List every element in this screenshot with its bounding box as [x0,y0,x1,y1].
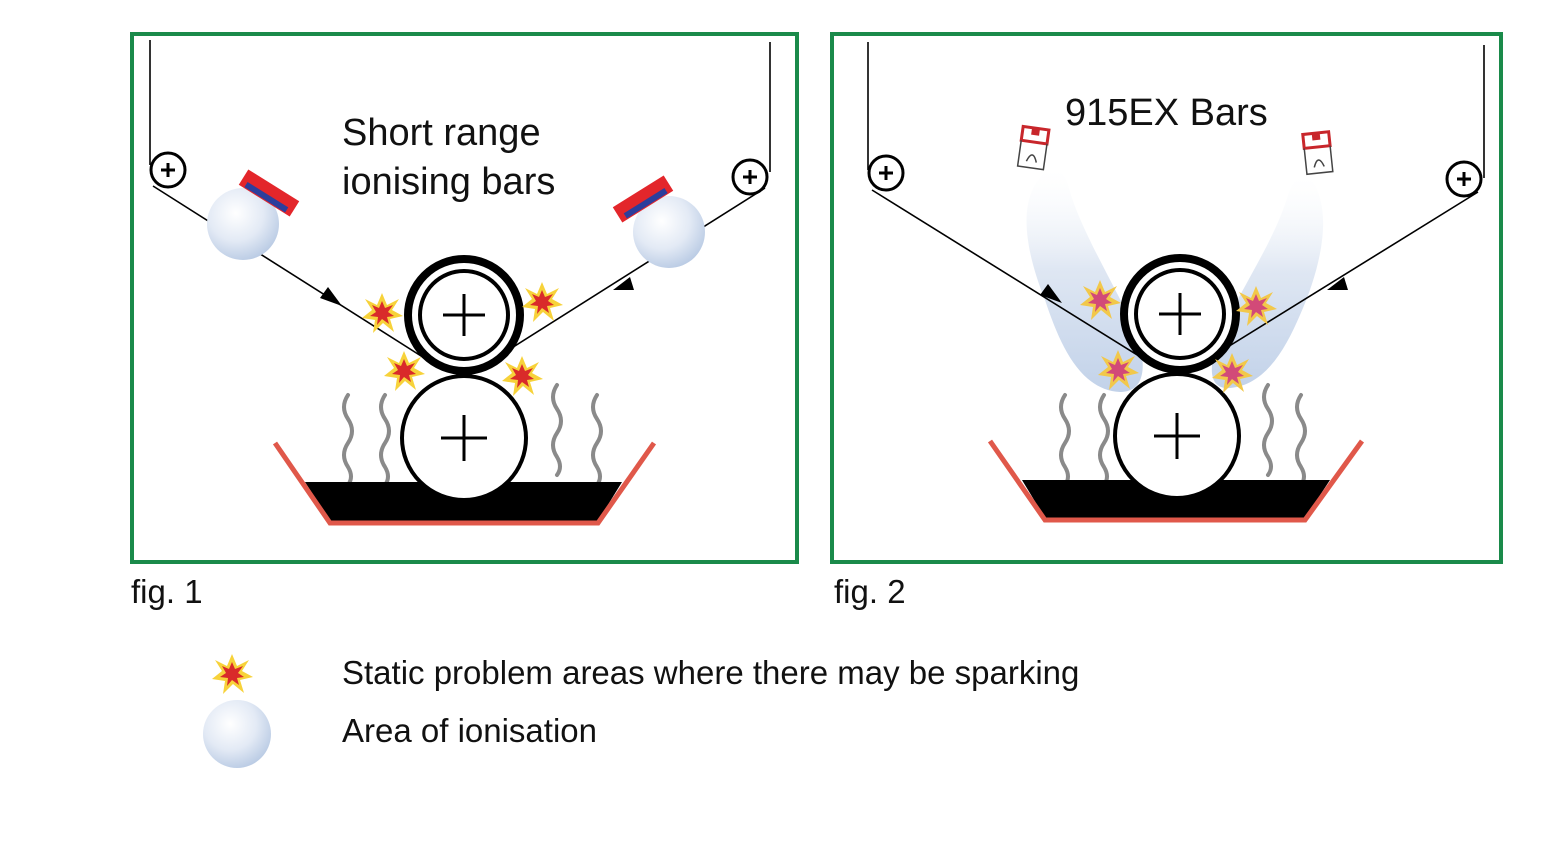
ionisation-plume-left [1026,168,1143,392]
915ex-bar-right-icon [1301,130,1334,176]
coating-tray-rim [272,441,657,526]
spark-icon [522,282,563,322]
web-path-out [1196,191,1479,367]
ionisation-plume-right [1211,176,1324,389]
short-range-bar-right-icon [612,175,674,223]
web-path-in [152,185,441,369]
figure-1-caption: fig. 1 [131,573,203,610]
top-roller [1120,254,1240,374]
bottom-roller [1113,372,1241,500]
top-roller [404,255,524,375]
arrow-in-icon [1040,284,1062,303]
figure-2-caption: fig. 2 [834,573,906,610]
figure-2: 915EX Bars [830,32,1503,564]
guide-roller-left [149,151,187,189]
legend-ionisation-label: Area of ionisation [342,712,597,749]
figure-2-frame [830,32,1503,564]
figure-1: Short range ionising bars [130,32,799,564]
web-path-out [479,187,766,369]
arrow-out-icon [613,277,634,290]
short-range-bar-left-icon [238,169,300,217]
arrow-out-icon [1327,277,1348,290]
legend-ionisation-icon [203,700,271,768]
915ex-bar-left-icon [1016,124,1051,171]
web-path-in [871,189,1156,367]
spark-icon [384,351,425,391]
legend-spark-icon [212,654,253,694]
coating-tray-rim [987,439,1365,523]
figure-1-title-line2: ionising bars [342,161,555,203]
guide-roller-left [867,154,905,192]
spark-icon [362,293,403,333]
figure-2-title: 915EX Bars [1065,92,1268,134]
fumes [1059,383,1307,487]
spark-icon [502,356,543,396]
guide-roller-right [1445,160,1483,198]
legend: Static problem areas where there may be … [203,654,1079,768]
fumes [342,383,603,487]
ionisation-area-left [207,188,279,260]
figure-1-title-line1: Short range [342,112,541,154]
legend-spark-label: Static problem areas where there may be … [342,654,1079,691]
figure-1-frame [130,32,799,564]
arrow-in-icon [320,287,342,306]
ionisation-area-right [633,196,705,268]
guide-roller-right [731,158,769,196]
bottom-roller [400,374,528,502]
